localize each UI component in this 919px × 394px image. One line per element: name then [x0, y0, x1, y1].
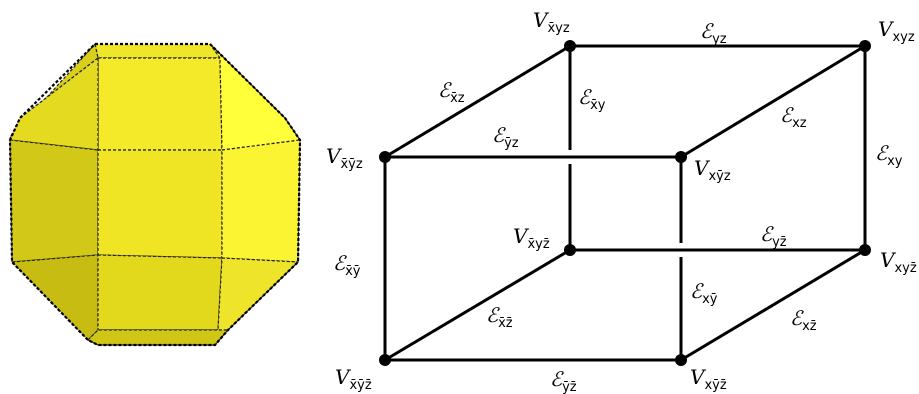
poly-face-bot-left	[10, 254, 99, 341]
edge-line-x-zbar	[680, 248, 866, 362]
edge-label-ybar-zbar: ℰȳz̄	[550, 367, 577, 394]
poly-face-bot-bottom	[86, 329, 230, 346]
vertex-label-xbar-ybar-zbar: Vx̄ȳz̄	[335, 365, 372, 393]
edge-line-xz	[680, 44, 866, 159]
poly-face-top-back	[94, 43, 222, 59]
vertex-dot-xbar-y-zbar	[564, 244, 576, 256]
edge-label-x-zbar: ℰxz̄	[790, 306, 817, 334]
edge-label-xz: ℰxz	[780, 103, 807, 131]
vertex-label-x-ybar-z: Vxȳz	[694, 156, 731, 184]
vertex-dot-xbar-y-z	[564, 40, 576, 52]
edge-line-xbar-z	[384, 44, 571, 159]
poly-face-top-right-slope	[209, 43, 302, 151]
edge-label-xbar-y: ℰx̄y	[578, 85, 606, 113]
poly-face-mid-right	[221, 139, 301, 263]
vertex-dot-x-ybar-zbar	[675, 354, 687, 366]
edge-label-ybar-z: ℰȳz	[492, 123, 519, 151]
poly-face-top-left-slope	[9, 56, 99, 151]
vertex-dot-xbar-ybar-zbar	[379, 354, 391, 366]
edge-label-xbar-zbar: ℰx̄z̄	[486, 303, 513, 331]
vertex-label-x-y-zbar: Vxyz̄	[880, 248, 917, 276]
poly-face-bot-front	[97, 254, 223, 331]
poly-face-top-front	[97, 57, 223, 151]
vertex-label-xbar-ybar-z: Vx̄ȳz	[326, 144, 363, 172]
poly-face-mid-left	[9, 139, 99, 263]
vertex-label-x-y-z: Vxyz	[878, 17, 915, 45]
vertex-dot-x-ybar-z	[675, 151, 687, 163]
vertex-label-xbar-y-z: Vx̄yz	[533, 8, 570, 36]
edge-label-xy: ℰxy	[875, 141, 903, 169]
poly-face-bot-right	[217, 257, 300, 331]
vertex-dot-xbar-ybar-z	[379, 151, 391, 163]
vertex-label-xbar-y-zbar: Vx̄yz̄	[513, 224, 550, 252]
cube-edges	[383, 44, 867, 362]
edge-line-xbar-zbar	[384, 248, 571, 362]
cube-vertices	[379, 40, 871, 366]
edge-label-y-zbar: ℰyz̄	[760, 222, 787, 250]
poly-outline	[8, 42, 302, 347]
edge-label-yz: ℰyz	[700, 19, 727, 47]
vertex-dot-x-y-z	[859, 40, 871, 52]
poly-face-mid-front	[97, 149, 223, 259]
vertex-label-x-ybar-zbar: Vxȳz̄	[690, 365, 727, 393]
edge-label-x-ybar: ℰxȳ	[690, 279, 718, 307]
polyhedron	[8, 42, 302, 347]
vertex-dot-x-y-zbar	[859, 244, 871, 256]
edge-label-xbar-z: ℰx̄z	[438, 78, 465, 106]
edge-label-xbar-ybar: ℰx̄ȳ	[333, 251, 361, 279]
